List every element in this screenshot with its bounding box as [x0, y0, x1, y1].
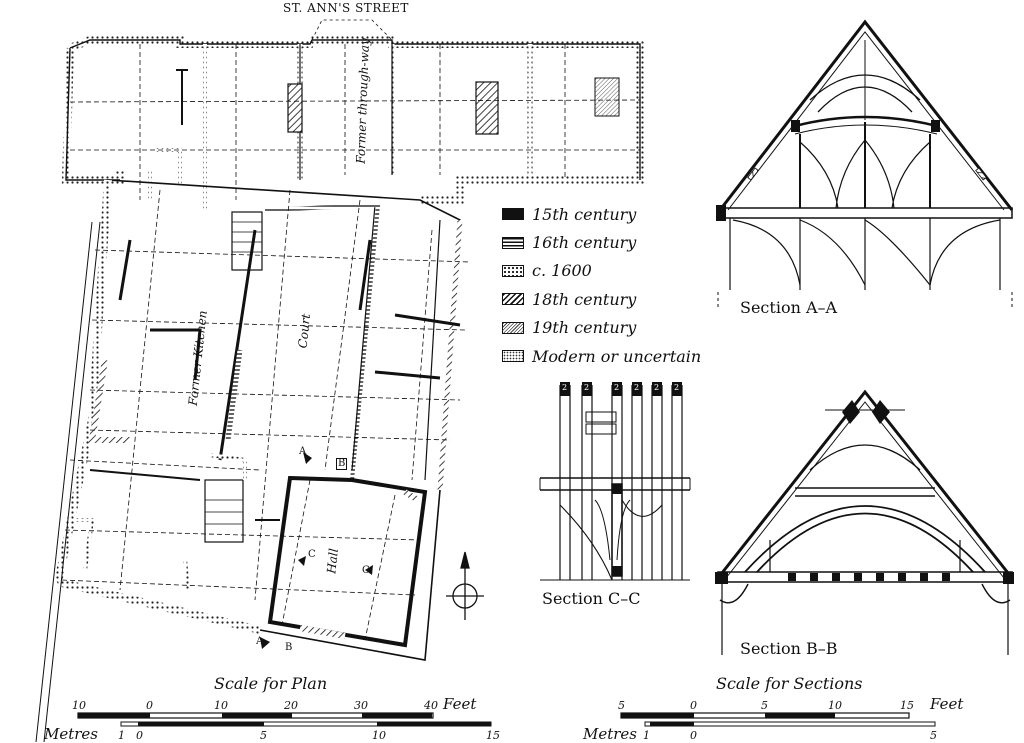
legend-swatch-lines [502, 236, 524, 249]
sections-feet-tick: 5 [618, 699, 625, 712]
sections-feet-tick: 5 [761, 699, 768, 712]
plan-metres-tick: 10 [372, 729, 386, 742]
plan-feet-tick: 10 [72, 699, 86, 712]
court-label: Court [295, 313, 314, 349]
legend-label: c. 1600 [532, 261, 592, 281]
legend-swatch-diagonal [502, 293, 524, 306]
marker-b-top: B [336, 458, 348, 470]
plan-metres-unit: Metres [44, 725, 99, 743]
plan-metres-tick: 1 [118, 729, 125, 742]
marker-c-left: C [308, 549, 316, 560]
hall-walls [267, 475, 428, 648]
post-mark: 2 [674, 383, 680, 392]
section-aa-drawing [716, 19, 1014, 308]
legend-item: 18th century [502, 285, 742, 313]
post-mark: 2 [634, 383, 640, 392]
post-mark: 2 [562, 383, 568, 392]
marker-a-bottom: A [256, 636, 264, 647]
plan-feet-tick: 10 [214, 699, 228, 712]
section-cc-drawing [539, 382, 691, 581]
marker-b-bottom: B [285, 642, 293, 653]
legend-swatch-cross [502, 264, 524, 277]
sections-metres-tick: 1 [643, 729, 650, 742]
legend-swatch-solid [502, 208, 524, 221]
section-bb-drawing [715, 389, 1014, 655]
sections-feet-tick: 0 [690, 699, 697, 712]
marker-a-top: A [299, 446, 307, 457]
sections-feet-unit: Feet [930, 695, 964, 713]
legend-swatch-dots [502, 350, 524, 363]
plan-metres-tick: 5 [260, 729, 267, 742]
post-mark: 2 [614, 383, 620, 392]
legend-item: 19th century [502, 314, 742, 342]
legend-label: 15th century [532, 204, 637, 224]
floor-plan [35, 19, 644, 742]
plan-scale-bars [77, 712, 492, 727]
plan-metres-tick: 15 [486, 729, 500, 742]
plan-feet-unit: Feet [443, 695, 477, 713]
post-mark: 2 [584, 383, 590, 392]
sections-metres-tick: 5 [930, 729, 937, 742]
section-bb-title: Section B–B [740, 639, 838, 658]
legend-label: 18th century [532, 289, 637, 309]
sections-feet-tick: 10 [828, 699, 842, 712]
plan-feet-tick: 30 [354, 699, 368, 712]
sections-metres-unit: Metres [583, 725, 638, 743]
sections-scale-title: Scale for Sections [716, 674, 863, 693]
section-aa-title: Section A–A [740, 298, 838, 317]
sections-metres-tick: 0 [690, 729, 697, 742]
legend-label: 16th century [532, 233, 637, 253]
hall-label: Hall [324, 547, 341, 575]
legend-label: 19th century [532, 318, 637, 338]
street-label: ST. ANN'S STREET [283, 1, 409, 15]
plan-scale-title: Scale for Plan [214, 674, 328, 693]
section-scale-bars [620, 712, 936, 727]
marker-c-right: C [362, 565, 370, 576]
post-mark: 2 [654, 383, 660, 392]
section-cc-title: Section C–C [542, 589, 641, 608]
legend-item: 16th century [502, 228, 742, 256]
plan-feet-tick: 20 [284, 699, 298, 712]
plan-feet-tick: 0 [146, 699, 153, 712]
legend-item: Modern or uncertain [502, 342, 742, 370]
plan-metres-tick: 0 [136, 729, 143, 742]
sections-feet-tick: 15 [900, 699, 914, 712]
legend-swatch-fine-diagonal [502, 321, 524, 334]
legend-label: Modern or uncertain [532, 346, 702, 366]
legend: 15th century 16th century c. 1600 18th c… [502, 200, 742, 370]
plan-feet-tick: 40 [424, 699, 438, 712]
legend-item: 15th century [502, 200, 742, 228]
north-arrow-icon [446, 551, 484, 620]
legend-item: c. 1600 [502, 257, 742, 285]
